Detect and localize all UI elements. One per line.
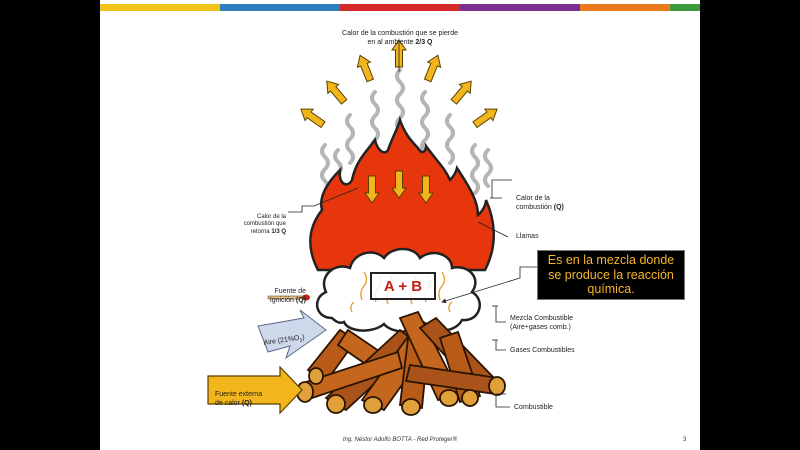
external-heat-arrow	[207, 365, 303, 415]
ignition-label: Fuente de Ignición (Q)	[248, 279, 306, 305]
flames-label: Llamas	[516, 233, 539, 240]
slide: Calor de la combustión que se pierde en …	[100, 0, 700, 450]
reaction-ab-box: A + B	[370, 272, 436, 300]
footer-author: Ing. Néstor Adolfo BOTTA - Red Proteger®	[342, 437, 458, 443]
heat-combustion-label: Calor de la combustión (Q)	[516, 186, 564, 212]
flame-shape	[309, 115, 495, 272]
stripe-red	[340, 4, 460, 11]
reaction-ab-text: A + B	[383, 277, 423, 295]
heat-return-q: 1/3 Q	[271, 228, 286, 235]
air-text: Aire (21%O	[263, 334, 300, 347]
fire-diagram	[207, 39, 537, 416]
stripe-green	[670, 4, 700, 11]
heat-lost-label: Calor de la combustión que se pierde en …	[305, 21, 495, 47]
page-number: 3	[683, 437, 687, 443]
gases-label: Gases Combustibles	[510, 347, 575, 354]
ignition-text: Fuente de Ignición	[269, 287, 306, 304]
heat-combustion-text: Calor de la combustión	[516, 194, 552, 211]
stripe-orange	[580, 4, 670, 11]
external-heat-q: (Q)	[241, 399, 252, 407]
heat-return-label: Calor de la combustión que retorna 1/3 Q	[232, 206, 286, 236]
logs	[296, 310, 506, 416]
heat-combustion-q: (Q)	[553, 203, 564, 211]
heat-return-arrows	[364, 170, 434, 204]
mixture-label: Mezcla Combustible (Aire+gases comb.)	[510, 315, 574, 331]
heat-return-text: Calor de la combustión que retorna	[243, 213, 286, 235]
stripe-purple	[460, 4, 580, 11]
ignition-q: (Q)	[295, 296, 306, 304]
reaction-callout: Es en la mezcla donde se produce la reac…	[537, 250, 685, 300]
air-arrow	[257, 309, 327, 360]
match-stick	[267, 294, 310, 301]
smoke-lines	[320, 68, 493, 195]
stripe-blue	[220, 4, 340, 11]
external-heat-label: Fuente externa de calor (Q)	[215, 382, 262, 408]
external-heat-text: Fuente externa de calor	[215, 390, 263, 407]
fuel-label: Combustible	[514, 404, 553, 411]
heat-lost-text: Calor de la combustión que se pierde en …	[342, 29, 458, 46]
stripe-yellow	[100, 4, 220, 11]
leader-lines	[288, 40, 537, 408]
heat-lost-q: 2/3 Q	[415, 38, 433, 46]
